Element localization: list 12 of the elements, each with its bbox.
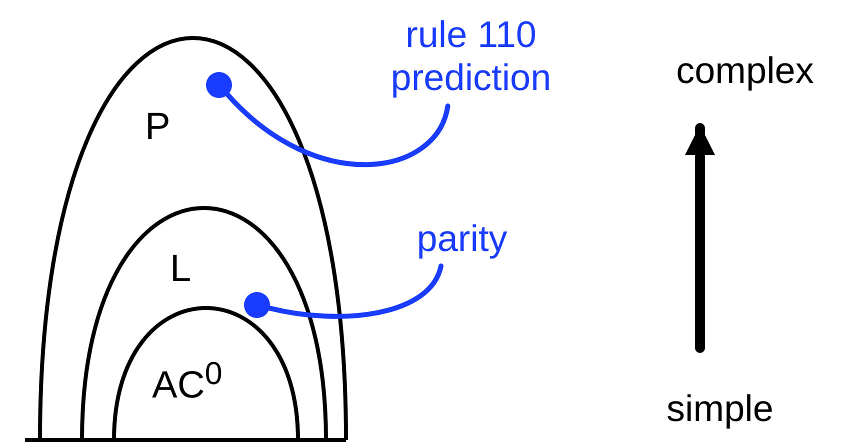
- class-label: L: [170, 250, 192, 288]
- annotation-text: complex: [665, 50, 825, 98]
- leader-line: [225, 92, 450, 168]
- marker-dot: [206, 72, 232, 98]
- class-label: P: [145, 108, 170, 146]
- class-label: AC$^{0}$: [152, 358, 222, 405]
- arrow: [685, 123, 715, 353]
- annotation-text: simple: [640, 388, 800, 436]
- leader-line: [267, 264, 444, 319]
- annotation-text: parity: [392, 218, 532, 266]
- annotation-text: rule 110 prediction: [355, 14, 587, 106]
- marker-dot: [244, 292, 270, 318]
